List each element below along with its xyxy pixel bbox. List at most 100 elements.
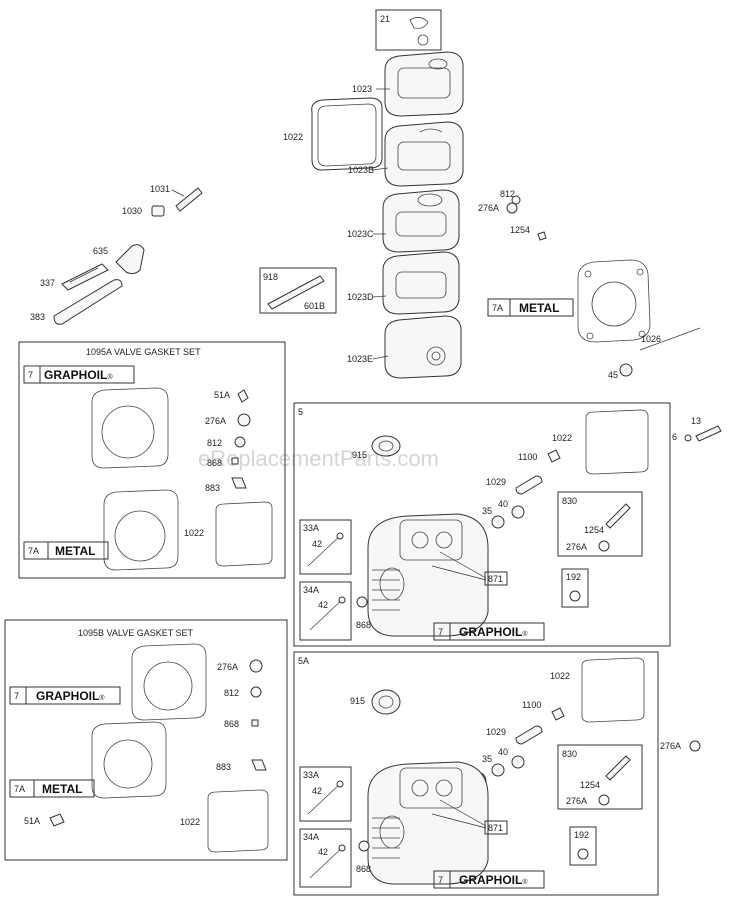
label-5: 5 — [298, 407, 303, 417]
label-1026: 1026 — [641, 334, 661, 344]
label-1031: 1031 — [150, 184, 170, 194]
label-51a-1095b: 51A — [24, 816, 40, 826]
label-830-5: 830 — [562, 496, 577, 506]
part-6 — [684, 434, 692, 442]
label-1023d: 1023D — [347, 292, 374, 302]
part-21-box: 21 — [375, 9, 442, 51]
label-868-1095a: 868 — [207, 458, 222, 468]
graphoil-label-5: GRAPHOIL® — [459, 625, 528, 639]
label-1022-1095a: 1022 — [184, 528, 204, 538]
part-1254-top — [537, 231, 547, 241]
panel-5a: 5A 915 1022 1100 1029 40 35 36 871 — [293, 651, 659, 896]
part-1030 — [151, 205, 165, 217]
part-918-box: 918 601B — [259, 267, 337, 314]
label-1100-5: 1100 — [518, 452, 537, 462]
metal-label-1095b: METAL — [42, 782, 82, 796]
label-13: 13 — [691, 416, 701, 426]
label-871-5: 871 — [488, 574, 503, 584]
part-276a-top — [506, 202, 518, 214]
label-40-5: 40 — [498, 499, 508, 509]
label-383: 383 — [30, 312, 45, 322]
valve-cover-1023c — [382, 189, 460, 253]
label-1030: 1030 — [122, 206, 142, 216]
label-915-5: 915 — [352, 450, 367, 460]
cylinder-head-5 — [367, 513, 489, 637]
label-35-5a: 35 — [482, 754, 492, 764]
label-33a-5: 33A — [303, 523, 319, 533]
label-1254-5a: 1254 — [580, 780, 600, 790]
label-883-1095a: 883 — [205, 483, 220, 493]
label-1022: 1022 — [283, 132, 303, 142]
gasket-set-1095a: 1095A VALVE GASKET SET 7 GRAPHOIL® 51A 2… — [18, 341, 286, 579]
metal-label-top: METAL — [519, 301, 559, 315]
label-276a-5: 276A — [566, 542, 587, 552]
metal-label-1095a: METAL — [55, 544, 95, 558]
valve-cover-1023 — [384, 51, 464, 117]
label-1029-5: 1029 — [486, 477, 506, 487]
label-276a-right: 276A — [660, 741, 681, 751]
label-1023b: 1023B — [348, 165, 374, 175]
label-7a-1095b: 7A — [14, 784, 25, 794]
label-192-5a: 192 — [574, 830, 589, 840]
part-915-5 — [371, 435, 401, 457]
part-915-5a — [371, 689, 401, 715]
valve-cover-1023e — [384, 315, 462, 379]
label-1022-5a: 1022 — [550, 671, 570, 681]
graphoil-label-5a: GRAPHOIL® — [459, 873, 528, 887]
label-1023e: 1023E — [347, 354, 373, 364]
cylinder-head-5a — [367, 761, 489, 885]
part-45 — [619, 363, 633, 377]
label-276a-top: 276A — [478, 203, 499, 213]
label-1029-5a: 1029 — [486, 727, 506, 737]
graphoil-label-1095a: GRAPHOIL® — [44, 368, 113, 382]
label-42a-5: 42 — [312, 539, 322, 549]
valve-cover-1023b — [384, 121, 464, 187]
spark-plug-boot-635 — [115, 244, 145, 275]
gasket-set-1095b-title: 1095B VALVE GASKET SET — [78, 628, 194, 638]
label-51a-1095a: 51A — [214, 390, 230, 400]
label-1023c: 1023C — [347, 229, 374, 239]
label-21: 21 — [380, 14, 390, 24]
label-7a-1095a: 7A — [28, 546, 39, 556]
label-7-1095a: 7 — [28, 370, 33, 380]
label-7-5a: 7 — [438, 875, 443, 885]
label-7-1095b: 7 — [14, 691, 19, 701]
head-gasket-top-right — [577, 259, 651, 343]
gasket-set-1095a-title: 1095A VALVE GASKET SET — [86, 347, 201, 357]
label-812-1095b: 812 — [224, 688, 239, 698]
label-7-5: 7 — [438, 627, 443, 637]
label-5a: 5A — [298, 656, 309, 666]
label-6: 6 — [672, 432, 677, 442]
label-1100-5a: 1100 — [522, 700, 541, 710]
label-915-5a: 915 — [350, 696, 365, 706]
label-830-5a: 830 — [562, 749, 577, 759]
label-40-5a: 40 — [498, 747, 508, 757]
label-1022-1095b: 1022 — [180, 817, 200, 827]
label-1022-5: 1022 — [552, 433, 572, 443]
label-45: 45 — [608, 370, 618, 380]
label-192-5: 192 — [566, 572, 581, 582]
label-812-1095a: 812 — [207, 438, 222, 448]
label-42b-5: 42 — [318, 600, 328, 610]
label-868-1095b: 868 — [224, 719, 239, 729]
part-1031 — [175, 187, 203, 212]
label-812-top: 812 — [500, 189, 515, 199]
label-34a-5: 34A — [303, 585, 319, 595]
label-276a-1095a: 276A — [205, 416, 226, 426]
graphoil-label-1095b: GRAPHOIL® — [36, 689, 105, 703]
label-35-5: 35 — [482, 506, 492, 516]
part-276a-right — [689, 740, 701, 752]
label-276a-5a: 276A — [566, 796, 587, 806]
label-883-1095b: 883 — [216, 762, 231, 772]
label-33a-5a: 33A — [303, 770, 319, 780]
label-601b: 601B — [304, 301, 325, 311]
label-868-5a: 868 — [356, 864, 371, 874]
label-635: 635 — [93, 246, 108, 256]
part-1026 — [639, 327, 701, 351]
label-1254-top: 1254 — [510, 225, 530, 235]
label-918: 918 — [263, 272, 278, 282]
label-868-5: 868 — [356, 620, 371, 630]
part-812-top — [511, 195, 521, 205]
part-13 — [695, 425, 722, 442]
